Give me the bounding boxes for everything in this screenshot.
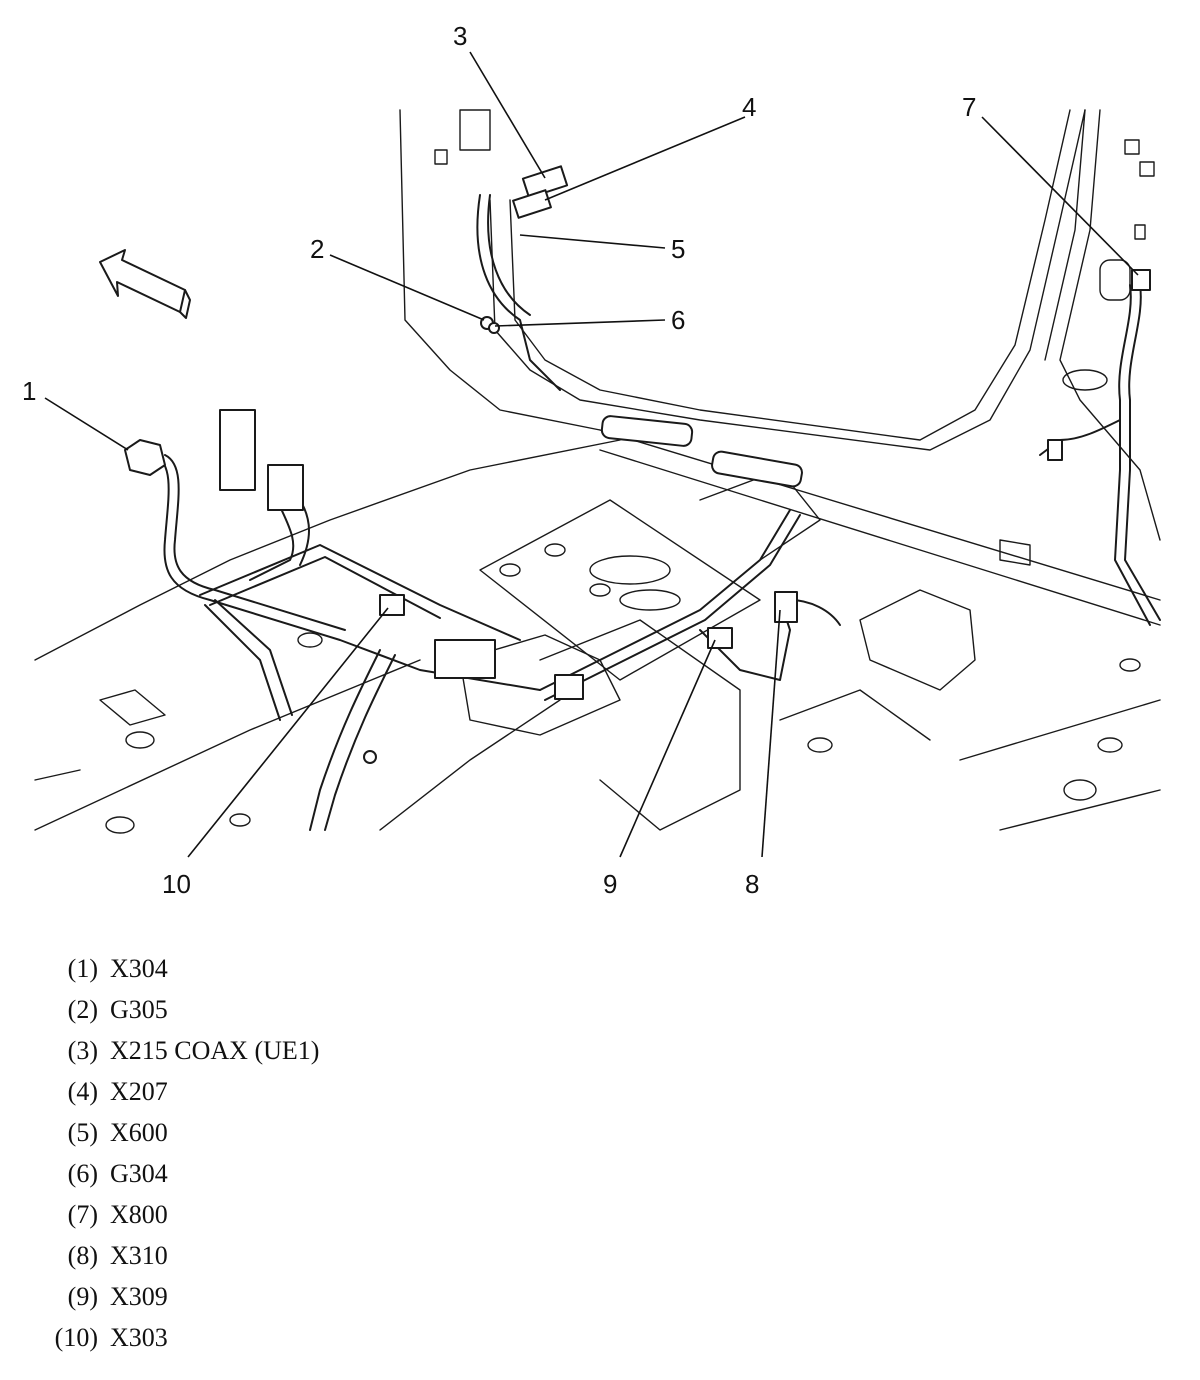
connector-x304-icon xyxy=(124,439,166,476)
connector-x310-icon xyxy=(774,591,798,623)
callout-8: 8 xyxy=(745,869,759,899)
legend-item: (4) X207 xyxy=(40,1071,540,1112)
callout-9: 9 xyxy=(603,869,617,899)
callout-legend: (1) X304 (2) G305 (3) X215 COAX (UE1) (4… xyxy=(40,948,540,1358)
legend-item: (5) X600 xyxy=(40,1112,540,1153)
relay-block-icon xyxy=(267,464,304,511)
legend-item-number: (10) xyxy=(54,1322,98,1352)
legend-item-code: X800 xyxy=(110,1199,168,1229)
callout-numbers: 1 2 3 4 5 6 7 8 9 10 xyxy=(22,21,976,899)
legend-item: (6) G304 xyxy=(40,1153,540,1194)
forward-direction-arrow-icon xyxy=(99,249,191,319)
connector-x303-side-icon xyxy=(554,674,584,700)
legend-item: (9) X309 xyxy=(40,1276,540,1317)
legend-item: (3) X215 COAX (UE1) xyxy=(40,1030,540,1071)
legend-item-code: X309 xyxy=(110,1281,168,1311)
legend-item-number: (3) xyxy=(67,1035,98,1065)
connector-x207-icon xyxy=(512,189,552,219)
floor-pan-outline xyxy=(34,439,1161,834)
legend-item-number: (9) xyxy=(67,1281,98,1311)
legend-item-code: G304 xyxy=(110,1158,168,1188)
callout-3: 3 xyxy=(453,21,467,51)
legend-item-code: X303 xyxy=(110,1322,168,1352)
legend-item-code: G305 xyxy=(110,994,168,1024)
legend-item-number: (1) xyxy=(67,953,98,983)
callout-2: 2 xyxy=(310,234,324,264)
ground-g304-icon xyxy=(488,322,500,334)
callout-leader-lines xyxy=(44,51,1139,858)
body-pillar-outline xyxy=(399,109,1161,566)
legend-item-number: (2) xyxy=(67,994,98,1024)
main-wiring-harness xyxy=(154,194,1161,831)
legend-item: (10) X303 xyxy=(40,1317,540,1358)
diagram-canvas: 1 2 3 4 5 6 7 8 9 10 xyxy=(22,21,1161,899)
wiring-harness-diagram: 1 2 3 4 5 6 7 8 9 10 xyxy=(22,21,1161,899)
callout-10: 10 xyxy=(162,869,191,899)
callout-6: 6 xyxy=(671,305,685,335)
junction-block-icon xyxy=(434,639,496,679)
legend-item-number: (8) xyxy=(67,1240,98,1270)
legend-item-code: X600 xyxy=(110,1117,168,1147)
module-block-icon xyxy=(219,409,256,491)
legend-item-code: X310 xyxy=(110,1240,168,1270)
connector-components xyxy=(124,165,1151,764)
legend-item: (7) X800 xyxy=(40,1194,540,1235)
ground-stud-icon xyxy=(363,750,377,764)
legend-item-number: (7) xyxy=(67,1199,98,1229)
legend-item-number: (5) xyxy=(67,1117,98,1147)
callout-1: 1 xyxy=(22,376,36,406)
bracket-connector-icon xyxy=(1047,439,1063,461)
connector-x309-icon xyxy=(707,627,733,649)
legend-item-code: X215 COAX (UE1) xyxy=(110,1035,320,1065)
connector-x303-icon xyxy=(379,594,405,616)
legend-item-code: X207 xyxy=(110,1076,168,1106)
legend-item: (8) X310 xyxy=(40,1235,540,1276)
callout-4: 4 xyxy=(742,92,756,122)
legend-item-code: X304 xyxy=(110,953,168,983)
legend-item: (2) G305 xyxy=(40,989,540,1030)
legend-item-number: (4) xyxy=(67,1076,98,1106)
callout-7: 7 xyxy=(962,92,976,122)
connector-x800-icon xyxy=(1131,269,1151,291)
legend-item: (1) X304 xyxy=(40,948,540,989)
callout-5: 5 xyxy=(671,234,685,264)
legend-item-number: (6) xyxy=(67,1158,98,1188)
cross-member-rail xyxy=(599,415,1161,626)
